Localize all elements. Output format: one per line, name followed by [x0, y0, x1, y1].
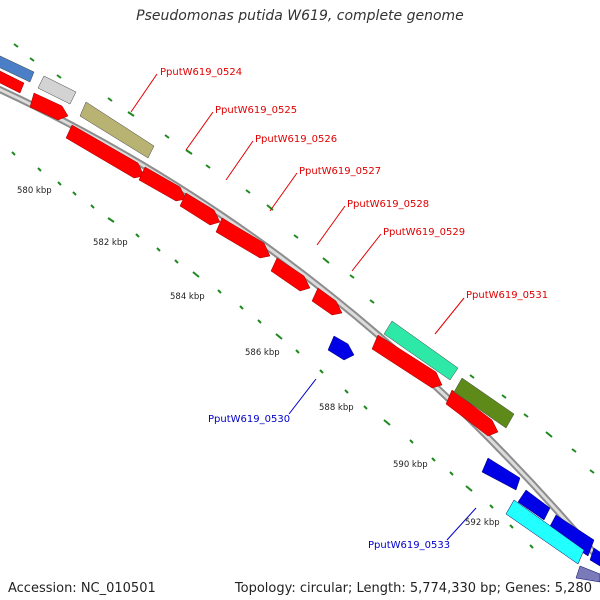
gene-label[interactable]: PputW619_0533 — [368, 540, 450, 551]
map-title: Pseudomonas putida W619, complete genome — [136, 8, 464, 24]
gene-cds — [327, 335, 355, 361]
gene-cds — [270, 257, 311, 292]
gene-label[interactable]: PputW619_0526 — [255, 134, 337, 145]
gene-label[interactable]: PputW619_0530 — [208, 414, 290, 425]
scale-label: 580 kbp — [17, 186, 52, 196]
plus-strand-genes — [0, 70, 499, 437]
gene-label[interactable]: PputW619_0527 — [299, 166, 381, 177]
gene-cds — [371, 334, 443, 389]
gene-misc — [0, 55, 35, 83]
scale-label: 588 kbp — [319, 403, 354, 413]
scale-label: 582 kbp — [93, 238, 128, 248]
gene-cds — [0, 70, 25, 94]
label-leader-lines — [130, 73, 477, 541]
gene-cds — [517, 489, 551, 521]
inner-tick-marks — [11, 151, 534, 549]
gene-cds — [505, 499, 585, 565]
gene-misc — [453, 377, 515, 429]
gene-labels: PputW619_0524 PputW619_0525 PputW619_052… — [160, 67, 548, 551]
gene-cds — [65, 124, 145, 179]
gene-cds — [481, 457, 521, 491]
accession-text: Accession: NC_010501 — [8, 581, 156, 596]
gene-cds — [311, 287, 343, 316]
gene-cds — [29, 92, 69, 121]
gene-cds — [589, 547, 600, 567]
gene-label[interactable]: PputW619_0524 — [160, 67, 242, 78]
gene-label[interactable]: PputW619_0525 — [215, 105, 297, 116]
scale-label: 584 kbp — [170, 292, 205, 302]
gene-cds — [215, 217, 271, 259]
gene-cds — [547, 514, 595, 557]
gene-cds — [445, 389, 499, 437]
gene-misc — [37, 75, 77, 105]
minus-strand-genes — [327, 335, 600, 583]
gene-misc — [79, 101, 155, 159]
gene-cds — [179, 192, 221, 226]
gene-label[interactable]: PputW619_0528 — [347, 199, 429, 210]
gene-misc — [383, 320, 459, 381]
gene-cds — [138, 166, 187, 202]
scale-labels: 580 kbp 582 kbp 584 kbp 586 kbp 588 kbp … — [17, 186, 500, 528]
genome-backbone — [0, 85, 600, 563]
topology-text: Topology: circular; Length: 5,774,330 bp… — [234, 581, 592, 596]
scale-label: 592 kbp — [465, 518, 500, 528]
gene-label[interactable]: PputW619_0529 — [383, 227, 465, 238]
scale-label: 590 kbp — [393, 460, 428, 470]
scale-label: 586 kbp — [245, 348, 280, 358]
outer-tick-marks — [13, 43, 595, 474]
other-genes — [0, 55, 515, 429]
gene-cds — [575, 565, 600, 583]
gene-label[interactable]: PputW619_0531 — [466, 290, 548, 301]
